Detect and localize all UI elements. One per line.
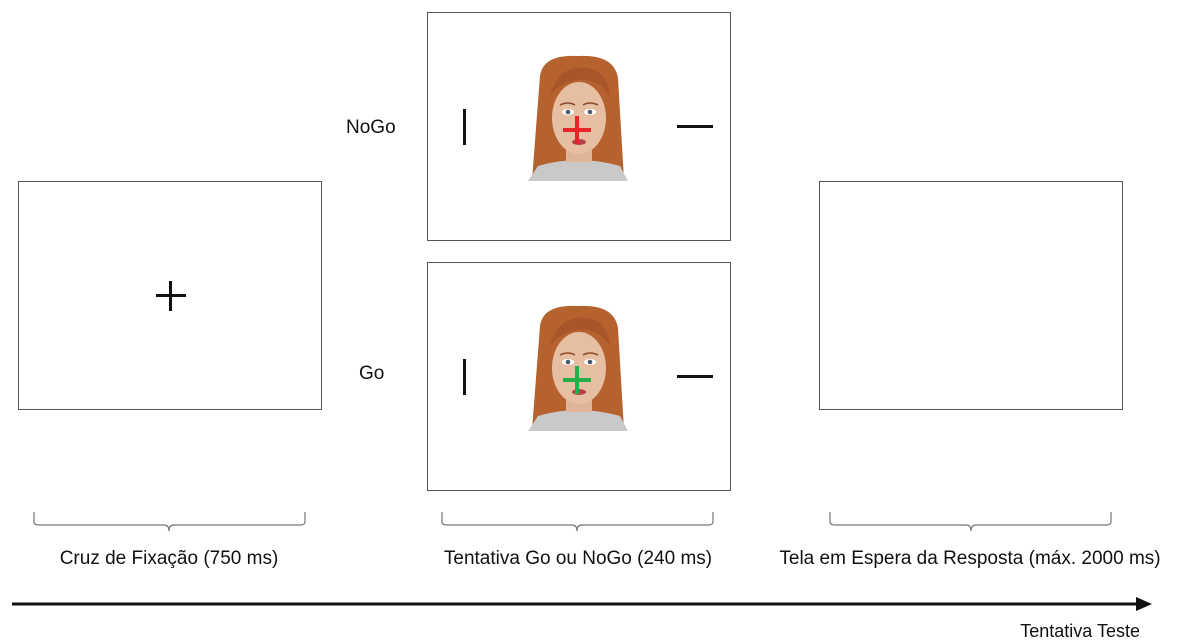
response-phase-label: Tela em Espera da Resposta (máx. 2000 ms… [779, 548, 1161, 569]
horizontal-bar-icon [677, 125, 713, 128]
go-label: Go [359, 363, 385, 384]
fixation-phase-label: Cruz de Fixação (750 ms) [59, 548, 279, 569]
trial-phase-label: Tentativa Go ou NoGo (240 ms) [443, 548, 713, 569]
nogo-label: NoGo [346, 117, 396, 138]
go-screen [427, 262, 731, 491]
nogo-screen [427, 12, 731, 241]
fixation-screen [18, 181, 322, 410]
response-screen [819, 181, 1123, 410]
brace-fixation [33, 512, 306, 532]
timeline-arrowhead-icon [1136, 597, 1152, 611]
brace-response [829, 512, 1112, 532]
timeline-label: Tentativa Teste [1020, 621, 1140, 641]
nogo-cross-horizontal [563, 128, 591, 132]
face-stimulus-go [528, 305, 628, 431]
vertical-bar-icon [463, 359, 466, 395]
horizontal-bar-icon [677, 375, 713, 378]
go-cross-horizontal [563, 378, 591, 382]
vertical-bar-icon [463, 109, 466, 145]
face-stimulus-nogo [528, 55, 628, 181]
fixation-cross-icon [156, 281, 186, 311]
brace-trial [441, 512, 714, 532]
